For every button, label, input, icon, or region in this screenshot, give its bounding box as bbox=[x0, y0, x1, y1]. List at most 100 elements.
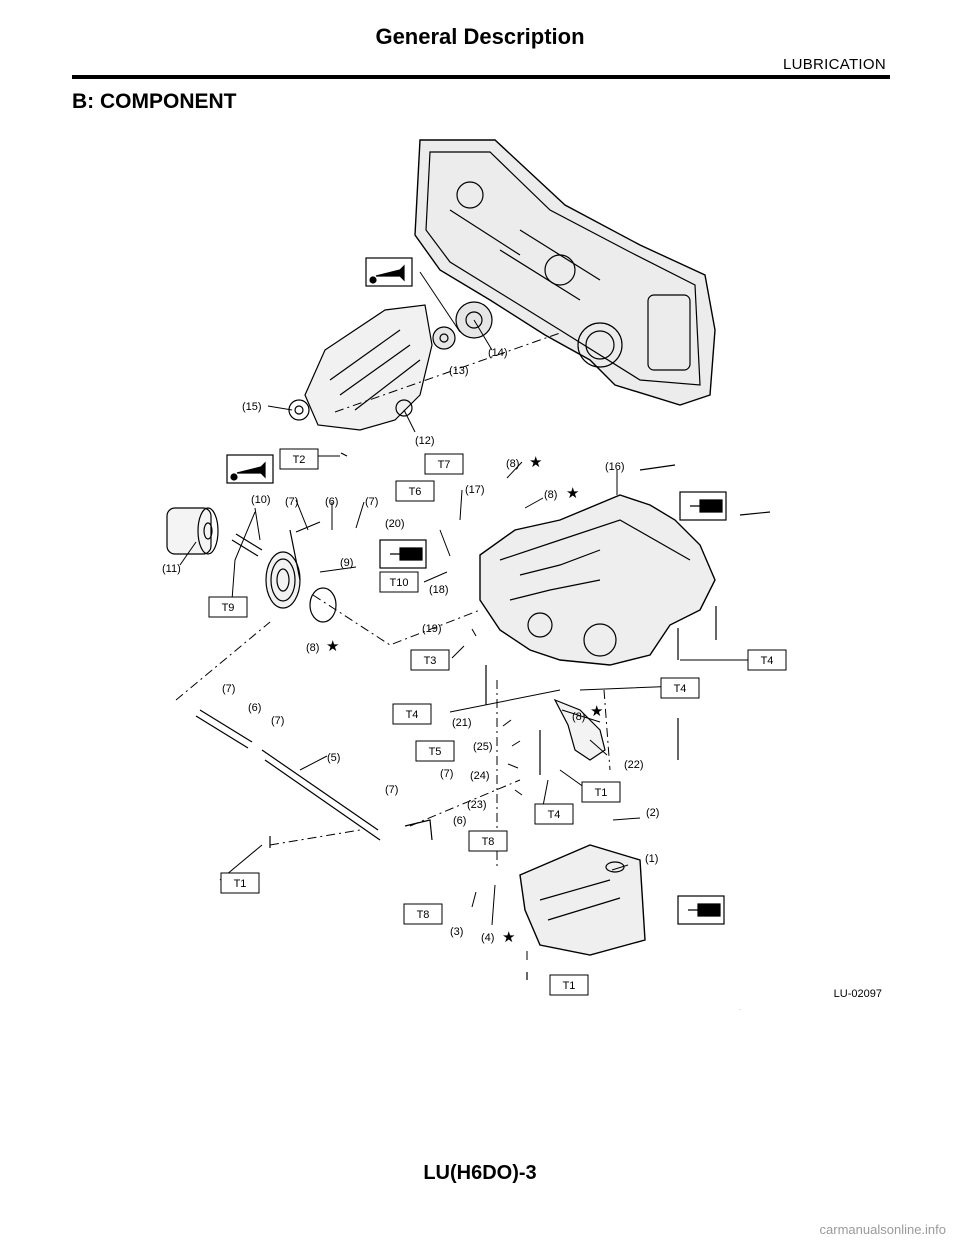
callout-5: (5) bbox=[327, 752, 340, 764]
callout-7-d: (7) bbox=[365, 496, 378, 508]
torque-box-t1-a bbox=[220, 872, 260, 894]
torque-box-t4-c bbox=[392, 703, 432, 725]
replace-part-stars: ★ ★ ★ ★ ★ bbox=[326, 454, 603, 946]
torque-t5: T5 bbox=[429, 746, 442, 758]
callout-15: (15) bbox=[242, 401, 262, 413]
torque-t4-d: T4 bbox=[548, 809, 561, 821]
hose-lower-illustration bbox=[404, 819, 433, 841]
torque-box-t8-b bbox=[403, 903, 443, 925]
torque-box-t7 bbox=[424, 453, 464, 475]
torque-t8-a: T8 bbox=[482, 836, 495, 848]
callout-17: (17) bbox=[465, 484, 485, 496]
callout-7-e: (7) bbox=[440, 768, 453, 780]
callout-12: (12) bbox=[415, 435, 435, 447]
callout-8-c: (8) bbox=[544, 489, 557, 501]
torque-box-t5 bbox=[415, 740, 455, 762]
oil-cooler-illustration bbox=[265, 521, 321, 609]
callout-4: (4) bbox=[481, 932, 494, 944]
callout-18: (18) bbox=[429, 584, 449, 596]
torque-box-t1-b bbox=[549, 974, 589, 996]
callout-23: (23) bbox=[467, 799, 487, 811]
sealant-icon-3 bbox=[677, 895, 725, 925]
callout-14: (14) bbox=[488, 347, 508, 359]
callout-24: (24) bbox=[470, 770, 490, 782]
torque-box-t2 bbox=[279, 448, 319, 470]
header-rule bbox=[72, 75, 890, 79]
callout-8-b: (8) bbox=[506, 458, 519, 470]
bolt-illustrations bbox=[269, 452, 717, 980]
torque-t4-c: T4 bbox=[406, 709, 419, 721]
torque-t7: T7 bbox=[438, 459, 451, 471]
torque-t1-c: T1 bbox=[595, 787, 608, 799]
torque-t8-b: T8 bbox=[417, 909, 430, 921]
section-label: LUBRICATION bbox=[782, 56, 886, 73]
torque-t4-b: T4 bbox=[674, 683, 687, 695]
lubricant-icon bbox=[365, 257, 413, 287]
oil-filter-illustration bbox=[166, 507, 219, 555]
page-number: LU(H6DO)-3 bbox=[423, 1162, 537, 1184]
callout-16: (16) bbox=[605, 461, 625, 473]
torque-box-t8-a bbox=[468, 830, 508, 852]
torque-box-t10 bbox=[379, 571, 419, 593]
oil-pan-illustration bbox=[519, 844, 646, 956]
timing-chain-cover-illustration bbox=[414, 139, 716, 406]
torque-t4-a: T4 bbox=[761, 655, 774, 667]
svg-text:★: ★ bbox=[590, 703, 603, 720]
callout-6: (6) bbox=[248, 702, 261, 714]
torque-t1-d: T1 bbox=[739, 1009, 741, 1011]
callout-25: (25) bbox=[473, 741, 493, 753]
callout-8-d: (8) bbox=[572, 711, 585, 723]
svg-text:★: ★ bbox=[529, 454, 542, 471]
watermark: carmanualsonline.info bbox=[819, 1222, 946, 1237]
torque-box-t1-c bbox=[581, 781, 621, 803]
callout-22: (22) bbox=[624, 759, 644, 771]
callout-9: (9) bbox=[340, 557, 353, 569]
page-title: General Description bbox=[375, 24, 585, 49]
callout-13: (13) bbox=[449, 365, 469, 377]
callout-7-c: (7) bbox=[285, 496, 298, 508]
torque-box-t4-b bbox=[660, 677, 700, 699]
torque-box-t4-d bbox=[534, 803, 574, 825]
callout-7-b: (7) bbox=[271, 715, 284, 727]
sealant-icon bbox=[679, 491, 727, 521]
oil-pipe-illustration bbox=[261, 749, 381, 841]
svg-text:★: ★ bbox=[566, 485, 579, 502]
svg-text:★: ★ bbox=[502, 929, 515, 946]
torque-t6: T6 bbox=[409, 486, 422, 498]
callout-8: (8) bbox=[306, 642, 319, 654]
callout-7: (7) bbox=[222, 683, 235, 695]
torque-box-t4-a bbox=[747, 649, 787, 671]
torque-t9: T9 bbox=[222, 602, 235, 614]
torque-box-t6 bbox=[395, 480, 435, 502]
torque-t1-a: T1 bbox=[234, 878, 247, 890]
callout-leaders bbox=[179, 271, 750, 926]
callout-6-lower: (6) bbox=[453, 815, 466, 827]
callout-21: (21) bbox=[452, 717, 472, 729]
o-ring-illustration bbox=[309, 587, 337, 623]
oil-strainer-illustration bbox=[553, 698, 606, 761]
torque-box-t9 bbox=[208, 596, 248, 618]
svg-text:★: ★ bbox=[326, 638, 339, 655]
callout-3: (3) bbox=[450, 926, 463, 938]
sealant-icon-2 bbox=[379, 539, 427, 569]
callout-10: (10) bbox=[251, 494, 271, 506]
torque-t1-b: T1 bbox=[563, 980, 576, 992]
callout-1: (1) bbox=[645, 853, 658, 865]
torque-t2: T2 bbox=[293, 454, 306, 466]
callout-20: (20) bbox=[385, 518, 405, 530]
callout-19: (19) bbox=[422, 623, 442, 635]
lubricant-icon-2 bbox=[226, 454, 274, 484]
callout-11: (11) bbox=[162, 563, 181, 575]
hose-illustration bbox=[195, 709, 253, 749]
subsection-heading: B: COMPONENT bbox=[72, 90, 237, 113]
cylinder-block-illustration bbox=[479, 464, 771, 666]
torque-t3: T3 bbox=[424, 655, 437, 667]
torque-box-t3 bbox=[410, 649, 450, 671]
callout-2: (2) bbox=[646, 807, 659, 819]
figure-code: LU-02097 bbox=[833, 988, 882, 1000]
callout-7-f: (7) bbox=[385, 784, 398, 796]
callout-6-upper: (6) bbox=[325, 496, 338, 508]
torque-t10: T10 bbox=[390, 577, 409, 589]
filter-connector-illustration bbox=[231, 533, 263, 557]
